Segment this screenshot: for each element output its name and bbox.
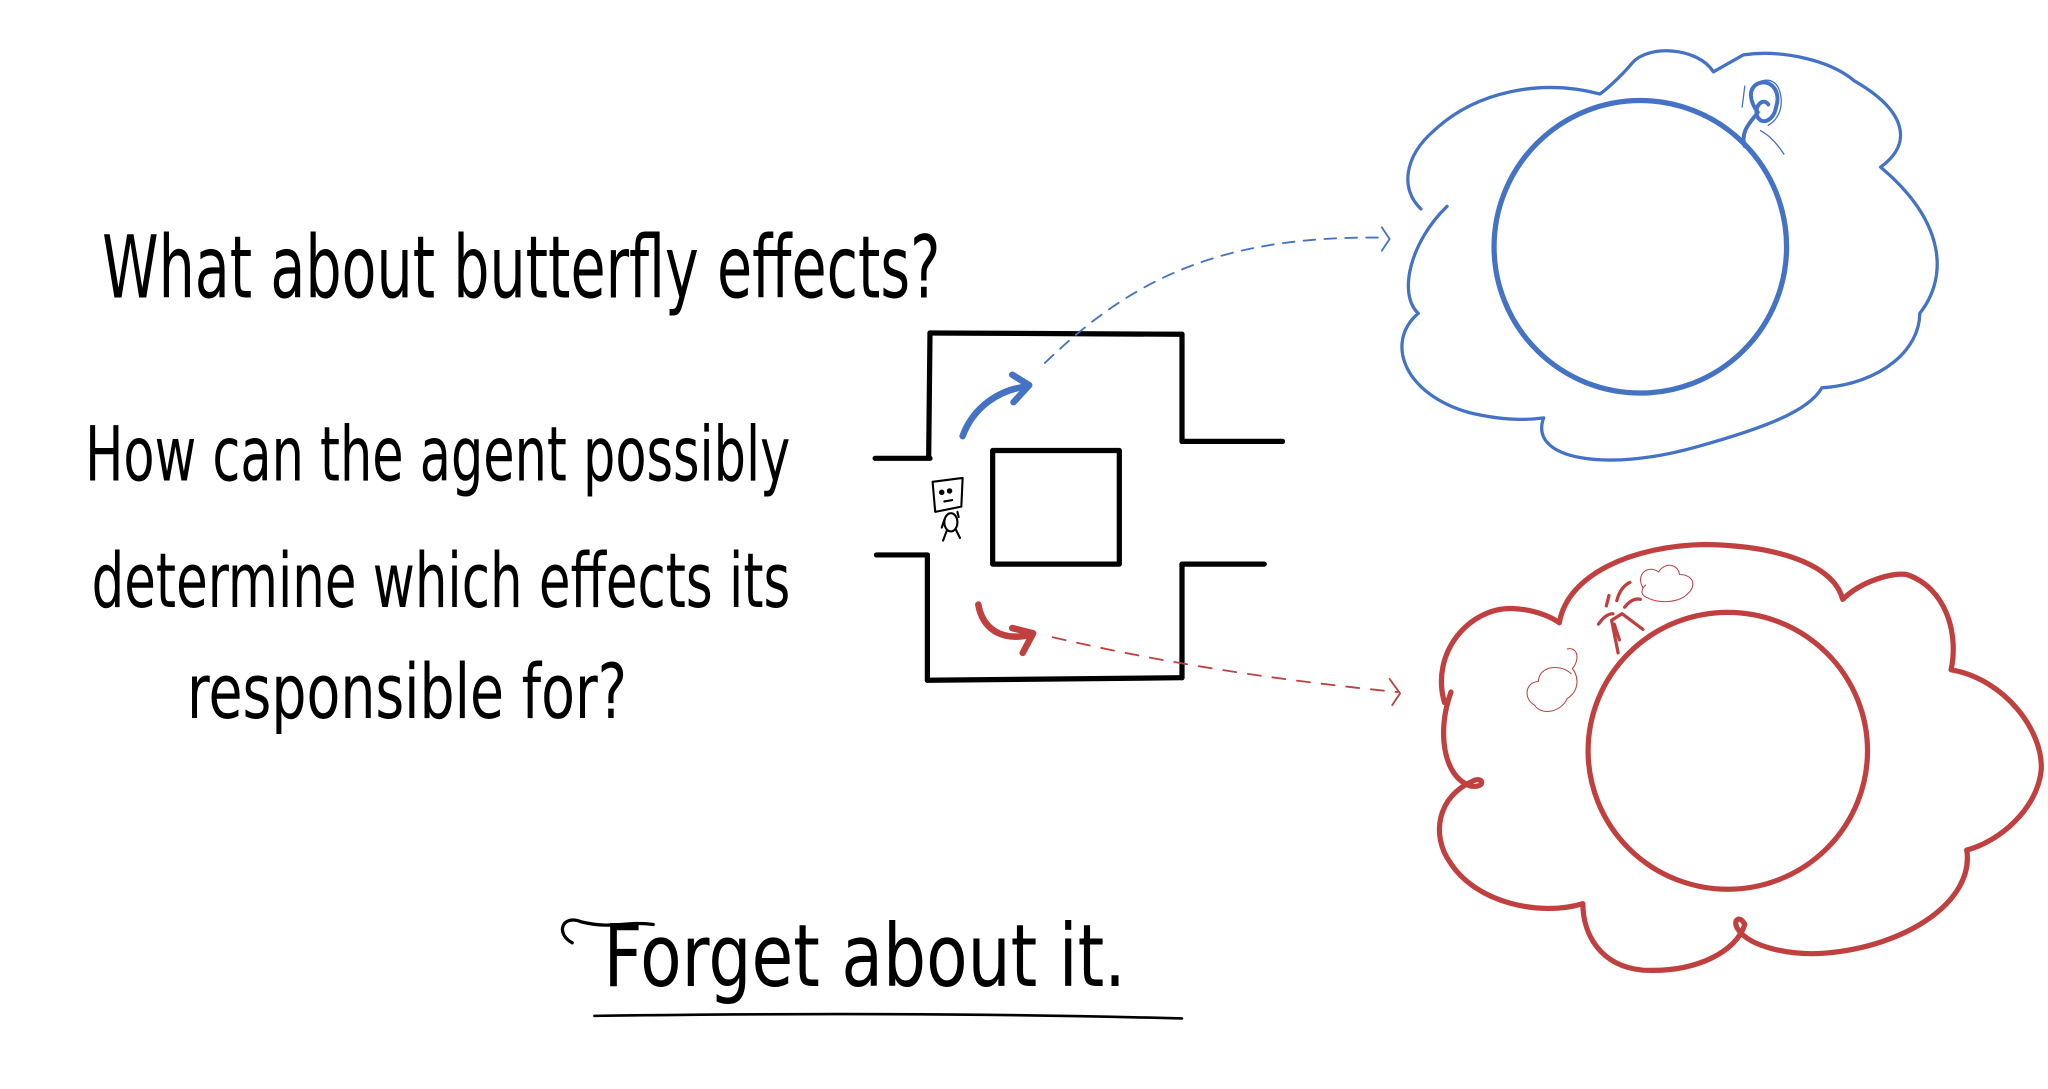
smoke-cloud-right xyxy=(1640,564,1694,603)
red-cloud-outline xyxy=(1436,541,2044,973)
butterfly-icon xyxy=(1741,79,1785,155)
agent-head xyxy=(931,476,964,513)
question-line-4: responsible for? xyxy=(187,648,627,736)
maze-top-wall xyxy=(927,330,1185,337)
agent-body xyxy=(943,512,959,533)
answer-text: Forget about it. xyxy=(604,907,1126,1007)
red-world-circle xyxy=(1585,609,1871,892)
blue-dashed-arrowhead xyxy=(1380,226,1391,252)
maze-inner-block xyxy=(990,447,1122,567)
bad-outcome-cloud xyxy=(1436,541,2044,973)
question-line-1: What about butterfly effects? xyxy=(102,219,940,319)
agent-mouth xyxy=(943,499,954,503)
blue-dashed-link xyxy=(1043,236,1388,364)
volcano-eruption-icon xyxy=(1526,564,1694,712)
maze xyxy=(872,330,1286,683)
answer-underline xyxy=(593,1012,1184,1020)
good-path xyxy=(959,226,1391,440)
blue-world-circle xyxy=(1491,97,1790,396)
question-line-2: How can the agent possibly xyxy=(85,411,790,499)
maze-left-upper-wall xyxy=(926,330,933,460)
maze-bottom-wall xyxy=(924,675,1185,683)
red-dashed-arrowhead xyxy=(1388,678,1401,707)
agent-eye-left xyxy=(938,489,945,496)
agent-legs xyxy=(940,510,962,542)
question-line-3: determine which effects its xyxy=(92,537,791,625)
good-outcome-cloud xyxy=(1400,49,1939,462)
blue-cloud-outline xyxy=(1400,49,1939,462)
blue-arrow xyxy=(959,371,1033,440)
agent-eye-right xyxy=(946,488,953,494)
answer-flourish xyxy=(560,918,655,945)
smoke-cloud-left xyxy=(1526,648,1578,712)
agent-figure xyxy=(931,476,964,542)
red-dashed-link xyxy=(1051,636,1399,693)
bad-path xyxy=(975,601,1401,707)
question-text: What about butterfly effects? How can th… xyxy=(85,219,940,736)
red-arrow xyxy=(975,601,1037,657)
answer: Forget about it. xyxy=(560,907,1184,1020)
